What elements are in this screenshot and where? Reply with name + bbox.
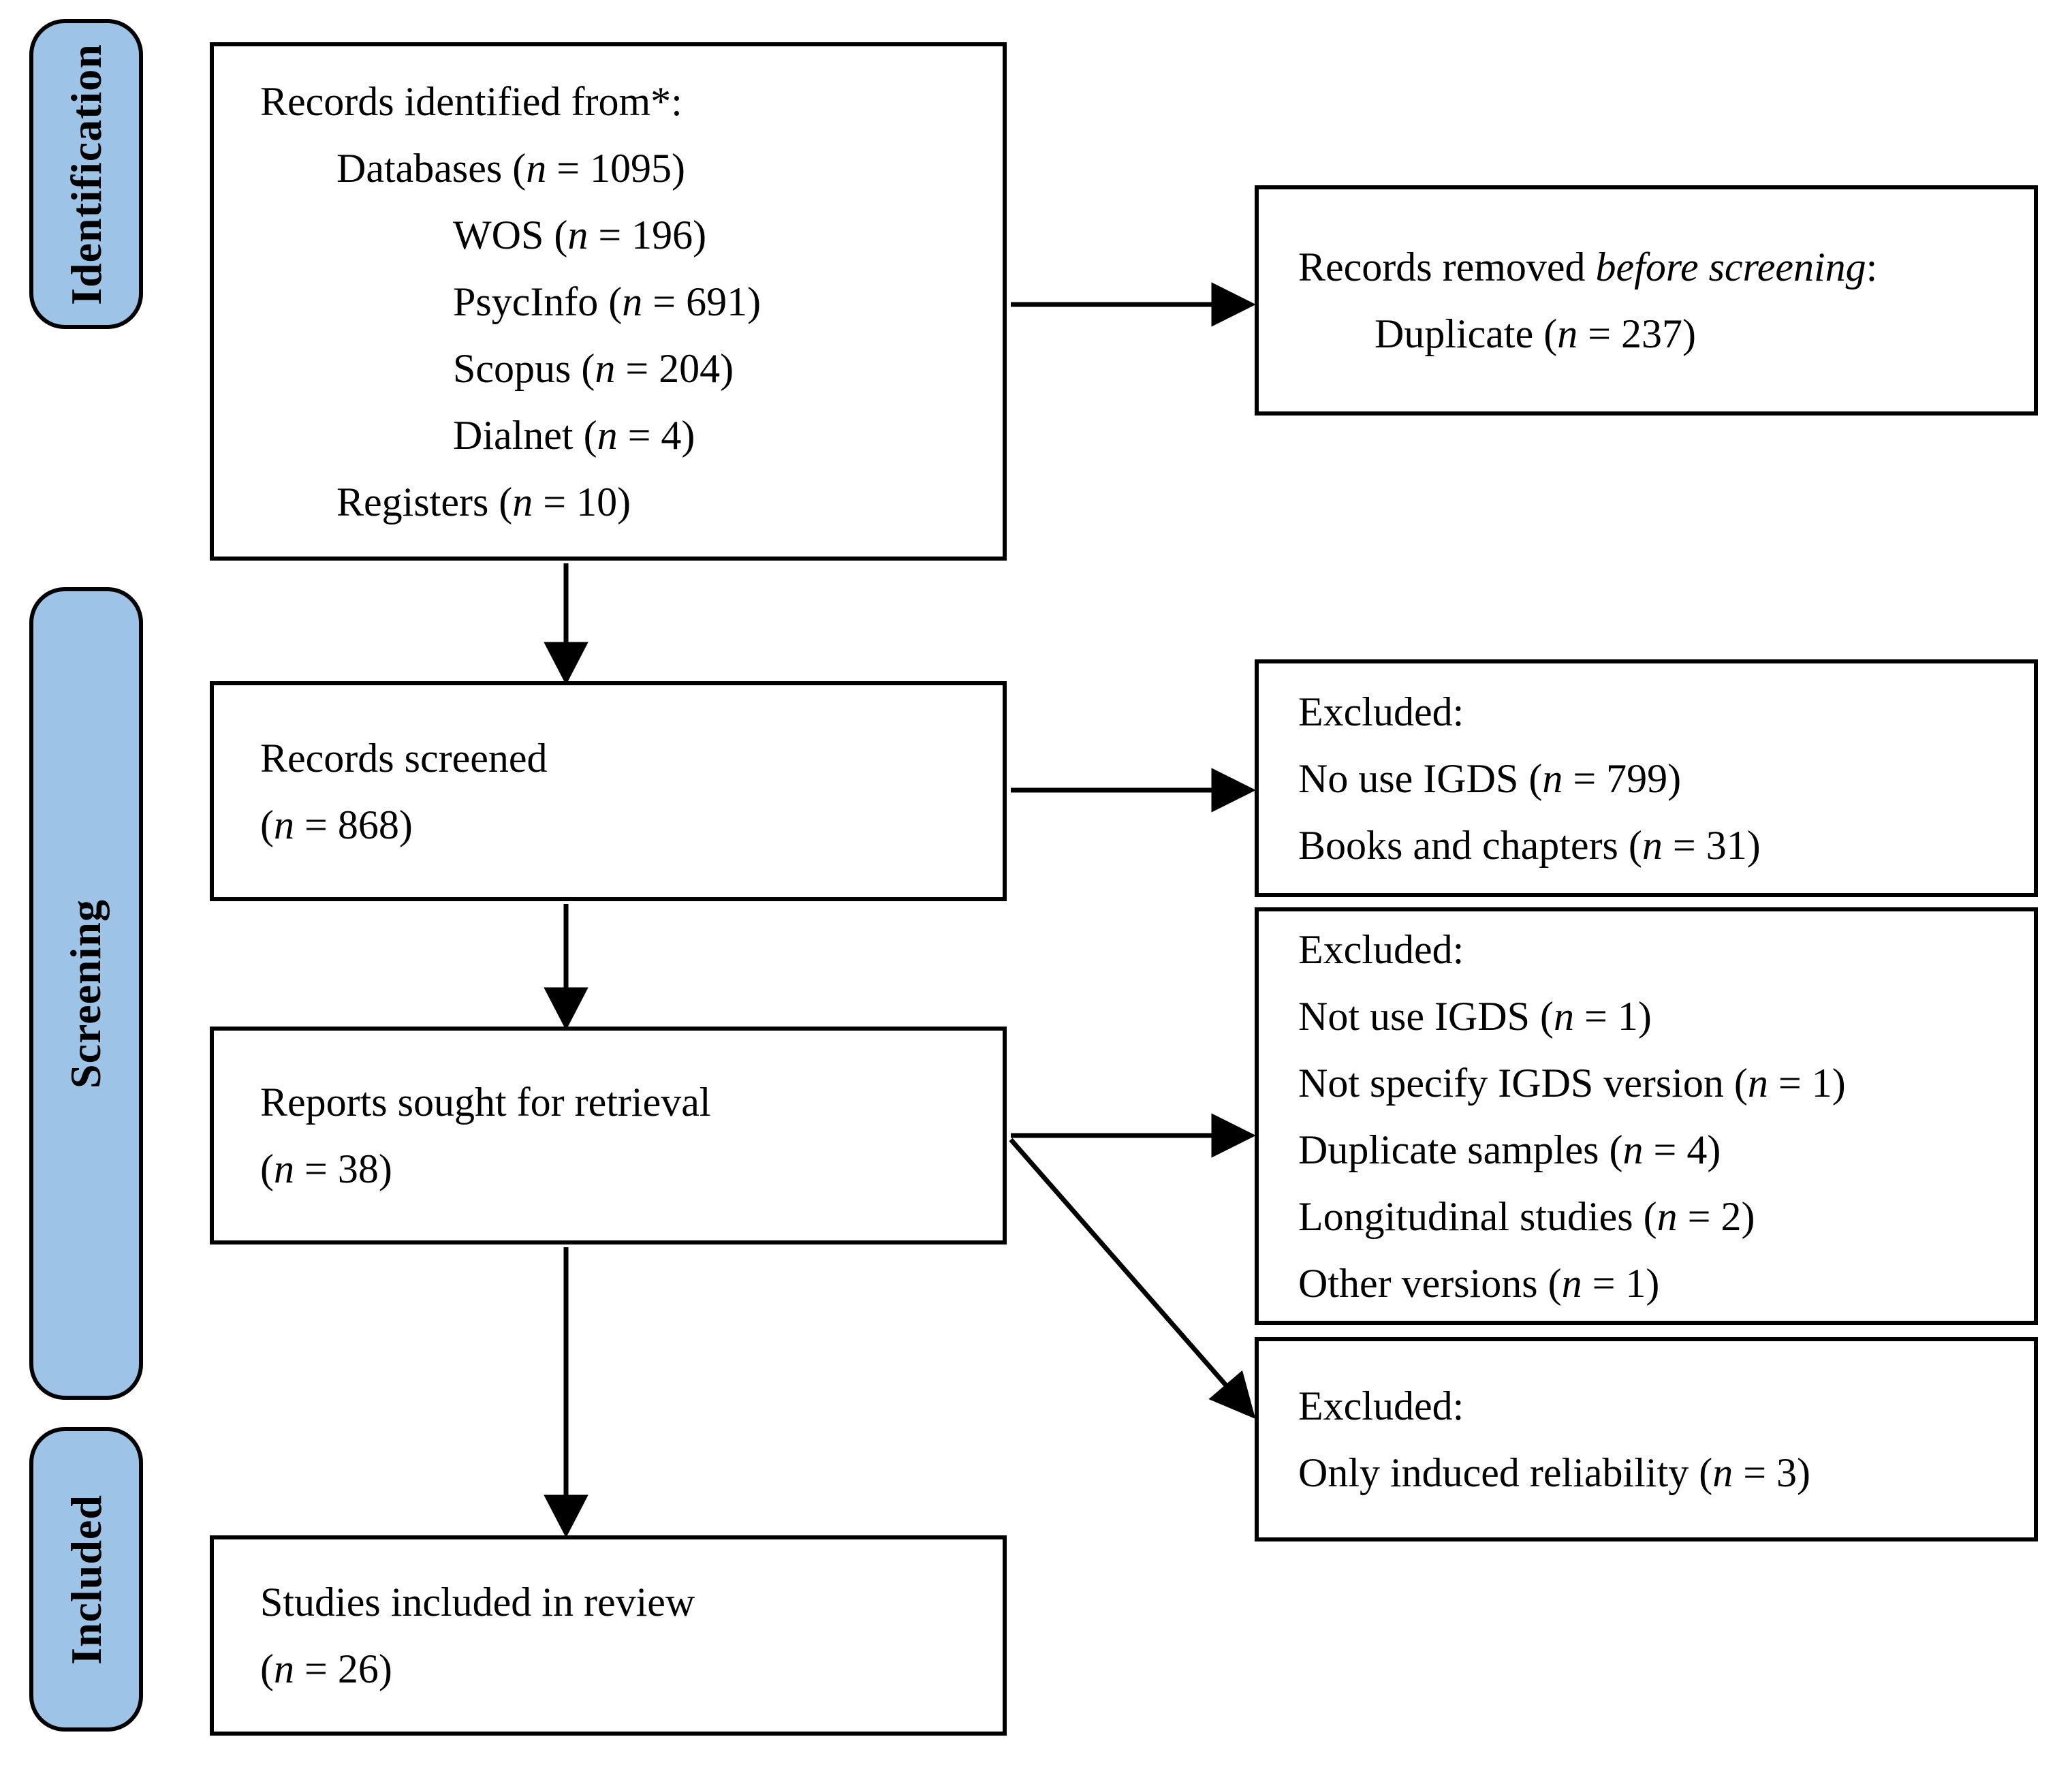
excluded-retrieval-box: Excluded: Not use IGDS (n = 1) Not specify… [1255,907,2038,1325]
arrow-sought-to-excluded [1011,1113,1256,1158]
box-line: Studies included in review [260,1580,695,1625]
box-line: Records screened [260,735,548,781]
arrow-screened-to-excluded [1011,768,1256,813]
stage-screening: Screening [29,587,143,1400]
records-screened-box: Records screened (n = 868) [210,681,1007,901]
records-removed-box: Records removed before screening: Duplica… [1255,185,2038,416]
box-line: Not specify IGDS version (n = 1) [1298,1060,1846,1106]
box-line: Other versions (n = 1) [1298,1260,1660,1306]
box-line: Excluded: [1298,1383,1464,1428]
records-identified-box: Records identified from*: Databases (n = … [210,42,1007,561]
box-line: WOS (n = 196) [453,212,707,257]
box-line: (n = 26) [260,1646,392,1691]
box-line: Scopus (n = 204) [453,345,734,391]
box-line: No use IGDS (n = 799) [1298,755,1682,801]
box-line: (n = 868) [260,802,413,847]
box-line: Not use IGDS (n = 1) [1298,993,1652,1039]
arrow-screened-to-sought [544,904,588,1031]
box-line: Dialnet (n = 4) [453,412,695,458]
stage-screening-label: Screening [61,898,110,1089]
reports-sought-box: Reports sought for retrieval (n = 38) [210,1027,1007,1244]
box-line: Books and chapters (n = 31) [1298,822,1761,868]
stage-included: Included [29,1427,143,1732]
box-line: (n = 38) [260,1146,392,1191]
excluded-reliability-box: Excluded: Only induced reliability (n = 3… [1255,1337,2038,1541]
box-line: Duplicate samples (n = 4) [1298,1127,1721,1172]
stage-identification: Identification [29,19,143,329]
box-line: Only induced reliability (n = 3) [1298,1450,1811,1495]
box-line: Records identified from*: [260,78,682,124]
arrow-sought-to-included [544,1247,588,1538]
box-line: Longitudinal studies (n = 2) [1298,1193,1755,1239]
arrow-identified-to-screened [544,563,588,685]
studies-included-box: Studies included in review (n = 26) [210,1535,1007,1736]
arrow-sought-to-reliability [1009,1138,1256,1420]
arrow-identified-to-removed [1011,282,1256,327]
excluded-screening-box: Excluded: No use IGDS (n = 799) Books and … [1255,659,2038,897]
box-line: Databases (n = 1095) [336,145,686,191]
box-line: Excluded: [1298,926,1464,972]
stage-included-label: Included [61,1494,110,1665]
box-line: PsycInfo (n = 691) [453,279,762,324]
box-line: Reports sought for retrieval [260,1080,711,1125]
box-line: Records removed before screening: [1298,245,1878,289]
box-line: Registers (n = 10) [336,479,631,525]
stage-identification-label: Identification [61,43,110,305]
box-line: Excluded: [1298,689,1464,734]
box-line: Duplicate (n = 237) [1375,311,1697,356]
